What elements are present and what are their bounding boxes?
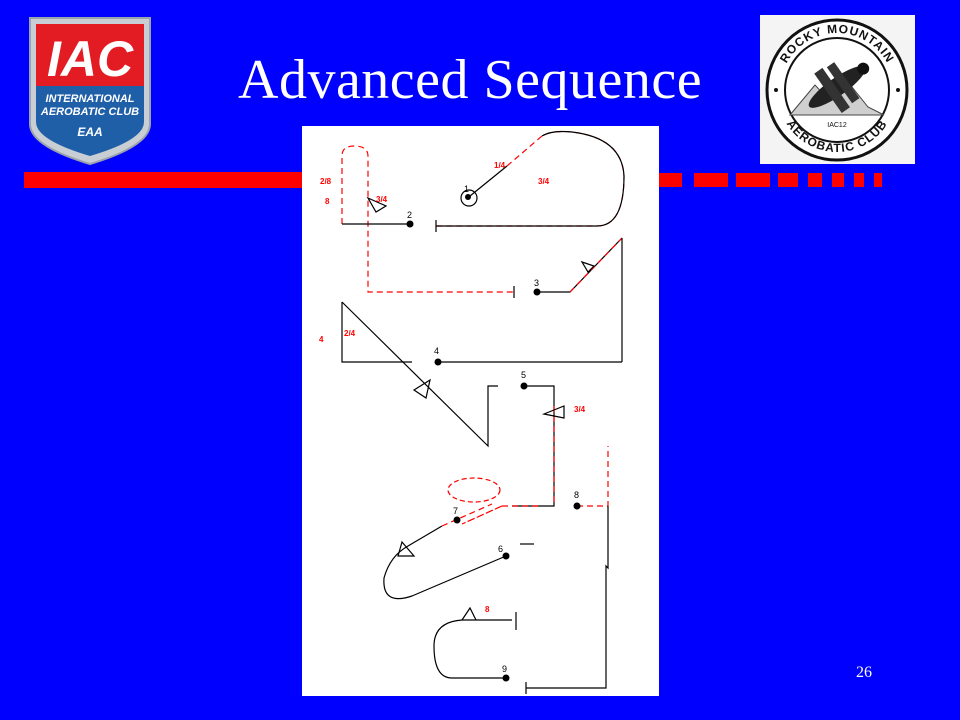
iac-logo-line2: AEROBATIC CLUB — [40, 106, 139, 118]
roll-label-2-two-eighths: 2/8 — [320, 177, 332, 186]
biplane-icon — [808, 62, 870, 113]
slide-title: Advanced Sequence — [238, 49, 703, 111]
roll-label-1-three-quarter: 3/4 — [538, 177, 550, 186]
aresti-diagram: 1 2 3 4 5 6 7 8 9 1/4 3/4 2/8 8 3/4 2/4 … — [302, 126, 659, 696]
roll-label-5-three-quarter: 3/4 — [574, 405, 586, 414]
roll-label-2-three-quarter: 3/4 — [376, 195, 388, 204]
figure-number-2: 2 — [407, 210, 412, 220]
decorative-rule — [24, 172, 882, 188]
figure-number-9: 9 — [502, 664, 507, 674]
figure-number-7: 7 — [453, 506, 458, 516]
figure-number-5: 5 — [521, 370, 526, 380]
roll-label-9-eight: 8 — [485, 605, 490, 614]
iac-logo-mark: IAC — [47, 31, 134, 87]
iac-logo-line1: INTERNATIONAL — [45, 93, 134, 105]
iac-logo-eaa: EAA — [77, 125, 102, 139]
roll-label-4-four: 4 — [319, 335, 324, 344]
roll-label-4-two-quarters: 2/4 — [344, 329, 356, 338]
roll-label-2-eight: 8 — [325, 197, 330, 206]
page-number: 26 — [856, 664, 872, 681]
figure-number-4: 4 — [434, 346, 439, 356]
roll-label-1-quarter: 1/4 — [494, 161, 506, 170]
figure-number-8: 8 — [574, 490, 579, 500]
figure-number-6: 6 — [498, 544, 503, 554]
rocky-mountain-club-logo: ROCKY MOUNTAIN AEROBATIC CLUB IAC12 — [760, 15, 915, 164]
figure-number-1: 1 — [464, 184, 469, 194]
figure-number-3: 3 — [534, 278, 539, 288]
club-logo-chapter: IAC12 — [827, 122, 847, 129]
iac-logo: IAC INTERNATIONAL AEROBATIC CLUB EAA — [29, 17, 151, 166]
